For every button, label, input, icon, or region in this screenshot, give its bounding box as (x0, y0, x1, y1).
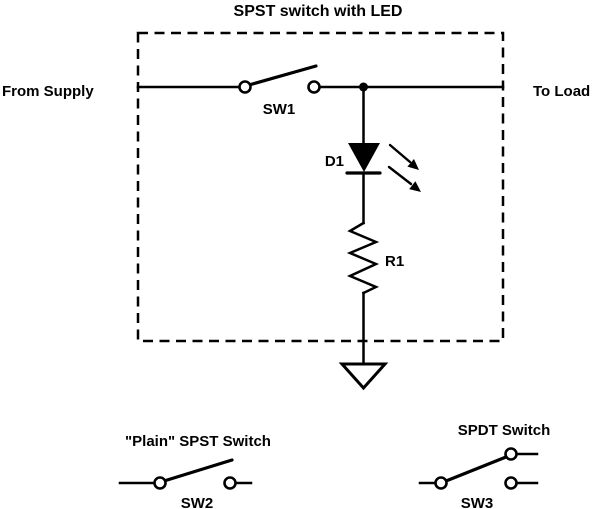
resistor-r1: R1 (346, 221, 404, 295)
sw3-bottom-contact (504, 476, 518, 490)
r1-label: R1 (385, 253, 404, 270)
sw1-lever (247, 64, 318, 87)
from-supply-label: From Supply (2, 83, 94, 100)
light-arrow-1-head (407, 159, 419, 170)
sw2-label: SW2 (181, 495, 214, 509)
sw1-switch: SW1 (238, 64, 321, 118)
light-arrow-1-shaft (388, 143, 412, 164)
sw2-right-contact (223, 476, 237, 490)
led-anode-triangle (348, 143, 380, 172)
led-d1: D1 (325, 143, 421, 192)
plain-spst-title: "Plain" SPST Switch (125, 433, 271, 450)
spdt-title: SPDT Switch (458, 422, 551, 439)
light-arrow-2-shaft (387, 165, 413, 186)
sw3-label: SW3 (461, 495, 494, 509)
led-light-arrows (387, 143, 421, 192)
sw1-left-contact (238, 80, 252, 94)
sw1-right-contact (307, 80, 321, 94)
spdt-example: SPDT Switch SW3 (418, 422, 551, 509)
resistor-zigzag (346, 221, 380, 295)
plain-spst-example: "Plain" SPST Switch SW2 (118, 433, 271, 509)
d1-label: D1 (325, 153, 344, 170)
sw3-top-contact (504, 447, 518, 461)
to-load-label: To Load (533, 83, 590, 100)
sw1-label: SW1 (263, 101, 296, 118)
sw2-left-contact (153, 476, 167, 490)
sw2-lever (162, 458, 234, 483)
enclosure-dashed-box (136, 31, 505, 343)
sw3-lever (444, 455, 508, 483)
ground-symbol (338, 362, 389, 391)
diagram-title: SPST switch with LED (234, 3, 403, 20)
sw3-common-contact (434, 476, 448, 490)
light-arrow-2-head (409, 181, 421, 192)
